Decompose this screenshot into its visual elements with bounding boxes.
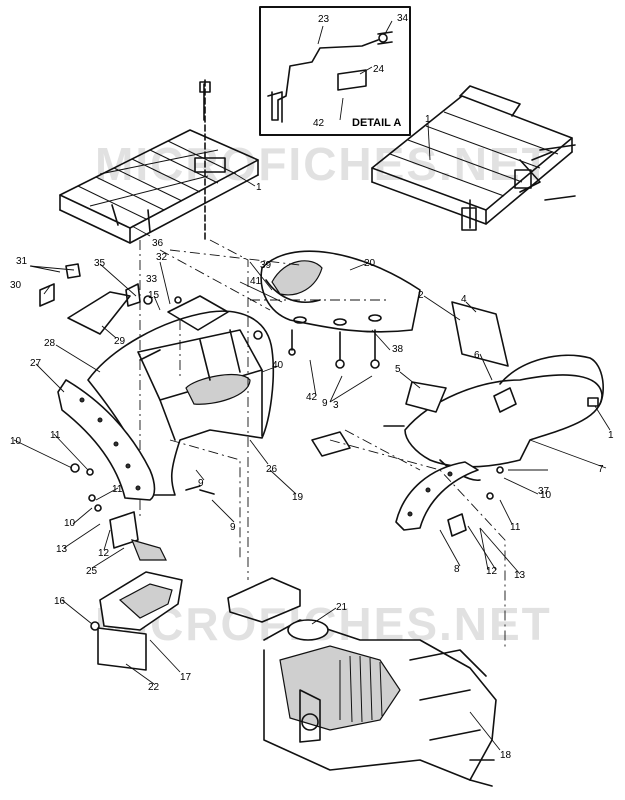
callout-10-left: 10 [10,436,22,447]
callout-31: 31 [16,256,28,267]
callout-1-front-rack: 1 [256,182,262,193]
callout-12-left: 12 [98,548,110,559]
skid-guard [97,571,183,671]
left-mud-flap [57,379,156,501]
callout-39: 39 [260,260,272,271]
callout-9-fender-upper: 9 [198,478,204,489]
callout-8: 8 [454,564,460,575]
rear-rack [371,85,576,231]
callout-20: 20 [364,258,376,269]
callout-25: 25 [86,566,98,577]
callout-29: 29 [114,336,126,347]
detail-label-23: 23 [318,14,330,25]
callout-labels: 1 1 1 2 3 4 5 6 7 8 9 9 9 10 10 10 11 11… [10,114,614,761]
detail-label-34: 34 [397,13,409,24]
callout-11-right: 11 [510,522,521,533]
callout-10-right: 10 [540,490,552,501]
callout-40: 40 [272,360,284,371]
front-rack [59,79,259,244]
callout-28: 28 [44,338,56,349]
center-brackets [109,431,351,561]
callout-41: 41 [250,276,262,287]
callout-4: 4 [461,294,467,305]
callout-19: 19 [292,492,304,503]
callout-13-right: 13 [514,570,526,581]
callout-10-lower-left: 10 [64,518,76,529]
callout-11-left: 11 [50,430,61,441]
callout-1-front-fender: 1 [608,430,614,441]
callout-2: 2 [418,290,424,301]
callout-7: 7 [598,464,604,475]
rear-fender [87,240,275,520]
callout-9-fender-lower: 9 [230,522,236,533]
side-bracket [39,263,141,335]
callout-21: 21 [336,602,348,613]
callout-6: 6 [474,350,480,361]
detail-a-title: DETAIL A [352,117,401,129]
callout-13-left: 13 [56,544,68,555]
callout-18: 18 [500,750,512,761]
guide-lines [169,239,506,650]
watermark-top: MICROFICHES.NET [95,138,552,190]
callout-12-right: 12 [486,566,498,577]
frame-engine [227,577,497,787]
callout-22: 22 [148,682,160,693]
callout-5: 5 [395,364,401,375]
callout-27: 27 [30,358,42,369]
callout-3: 3 [333,400,339,411]
front-fender [404,301,604,481]
leader-lines [13,123,611,751]
callout-32: 32 [156,252,168,263]
front-mud-flap [395,461,489,571]
callout-11-lower-left: 11 [112,484,123,495]
detail-label-24: 24 [373,64,385,75]
callout-36: 36 [152,238,164,249]
callout-37: 37 [538,486,550,497]
callout-16: 16 [54,596,66,607]
callout-15: 15 [148,290,160,301]
callout-17: 17 [180,672,192,683]
detail-label-42: 42 [313,118,325,129]
fasteners [70,83,553,631]
callout-26: 26 [266,464,278,475]
callout-35: 35 [94,258,106,269]
callout-1-rear-rack: 1 [425,114,431,125]
seat [260,250,421,369]
callout-33: 33 [146,274,158,285]
callout-42: 42 [306,392,318,403]
callout-9-seat: 9 [322,398,328,409]
detail-a-inset: 23 34 24 42 DETAIL A [259,6,411,136]
callout-30: 30 [10,280,22,291]
callout-38: 38 [392,344,404,355]
